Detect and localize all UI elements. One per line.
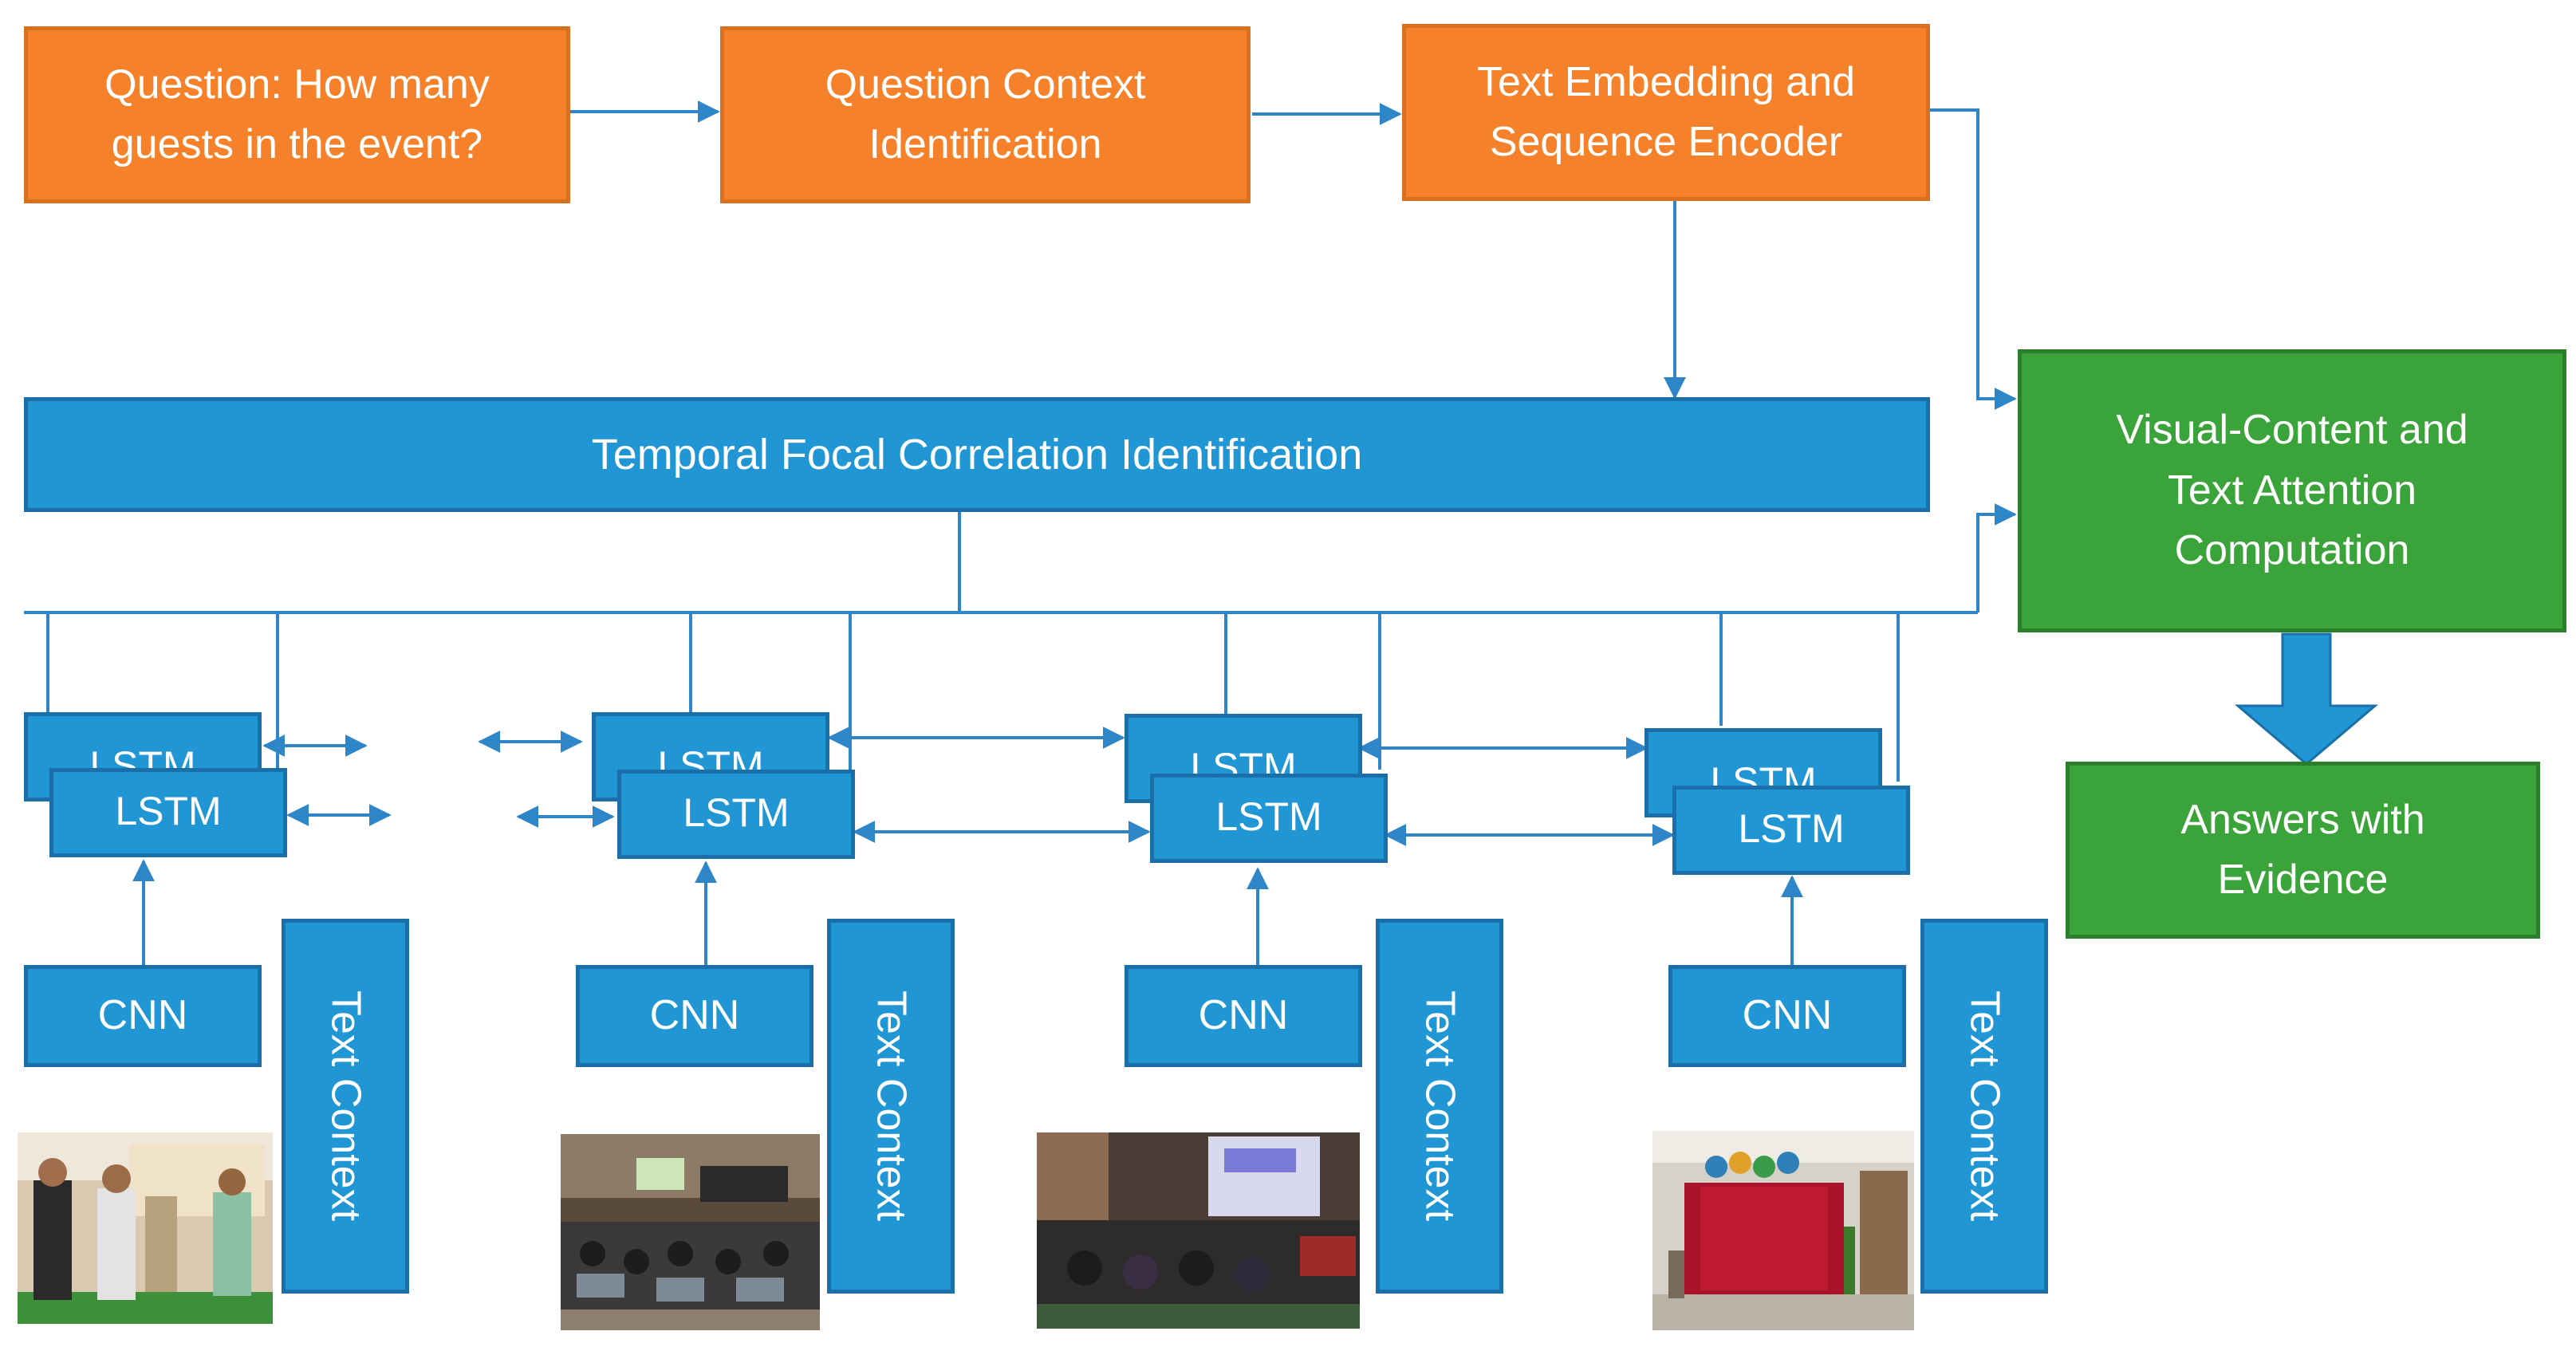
attention-box: Visual-Content and Text Attention Comput… xyxy=(2018,349,2566,632)
text-embedding-box: Text Embedding and Sequence Encoder xyxy=(1402,24,1930,201)
text-context-3-label: Text Context xyxy=(1416,991,1463,1222)
answers-text: Answers with Evidence xyxy=(2180,796,2425,903)
text-context-1-label: Text Context xyxy=(322,991,369,1222)
lstm-front-2: LSTM xyxy=(617,770,855,859)
cnn-2: CNN xyxy=(576,965,813,1067)
lstm-front-3: LSTM xyxy=(1150,774,1388,863)
video-frame-3-image xyxy=(1037,1132,1360,1329)
cnn-1-label: CNN xyxy=(97,992,188,1039)
cnn-3-label: CNN xyxy=(1198,992,1289,1039)
text-context-4: Text Context xyxy=(1920,919,2048,1294)
temporal-focal-text: Temporal Focal Correlation Identificatio… xyxy=(591,430,1363,479)
question-context-text: Question Context Identification xyxy=(825,61,1146,167)
cnn-1: CNN xyxy=(24,965,262,1067)
lstm-front-1-label: LSTM xyxy=(115,788,222,833)
text-embedding-text: Text Embedding and Sequence Encoder xyxy=(1476,58,1856,165)
thick-down-arrow xyxy=(2234,632,2379,766)
video-frame-2-image xyxy=(561,1134,820,1330)
lstm-front-4-label: LSTM xyxy=(1738,805,1845,851)
video-frame-1-image xyxy=(18,1132,273,1324)
lstm-front-1: LSTM xyxy=(49,768,287,857)
answers-box: Answers with Evidence xyxy=(2066,762,2540,939)
attention-text: Visual-Content and Text Attention Comput… xyxy=(2116,407,2468,574)
lstm-front-4: LSTM xyxy=(1672,786,1910,875)
question-text: Question: How many guests in the event? xyxy=(104,61,490,167)
text-context-2: Text Context xyxy=(827,919,955,1294)
cnn-4-label: CNN xyxy=(1742,992,1833,1039)
cnn-2-label: CNN xyxy=(649,992,740,1039)
lstm-front-3-label: LSTM xyxy=(1215,794,1322,839)
cnn-4: CNN xyxy=(1668,965,1906,1067)
video-frame-4-image xyxy=(1652,1131,1914,1330)
question-box: Question: How many guests in the event? xyxy=(24,26,570,203)
lstm-front-2-label: LSTM xyxy=(683,790,790,835)
text-context-3: Text Context xyxy=(1376,919,1503,1294)
text-context-1: Text Context xyxy=(282,919,409,1294)
text-context-4-label: Text Context xyxy=(1961,991,2008,1222)
temporal-focal-bar: Temporal Focal Correlation Identificatio… xyxy=(24,397,1930,512)
question-context-box: Question Context Identification xyxy=(720,26,1251,203)
cnn-3: CNN xyxy=(1125,965,1362,1067)
text-context-2-label: Text Context xyxy=(868,991,915,1222)
